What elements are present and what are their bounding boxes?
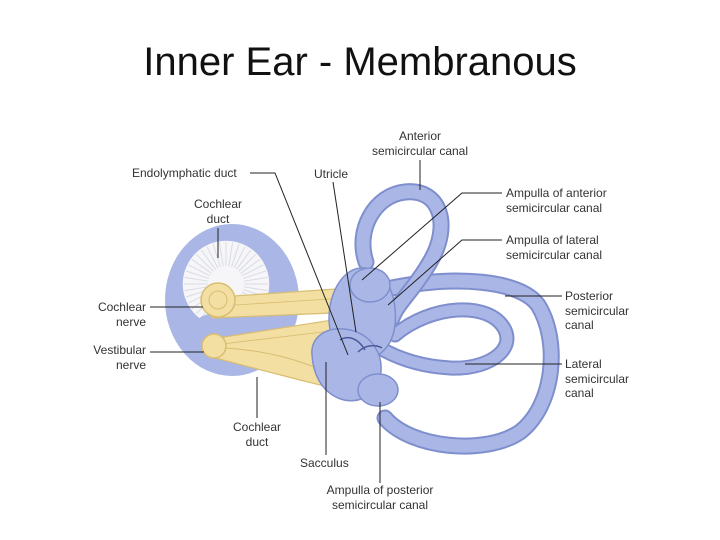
label-sacculus: Sacculus xyxy=(300,456,349,470)
cochlea-fiber xyxy=(195,253,214,272)
cochlea-fiber xyxy=(243,286,268,292)
label-cochlear-duct-bottom: Cochlear duct xyxy=(232,420,282,449)
leader-ampulla-lateral xyxy=(387,239,502,306)
cochlear-nerve-end-inner xyxy=(208,290,228,310)
cochlea-fiber xyxy=(212,243,221,268)
cochlea-fiber xyxy=(188,264,211,277)
vestibular-nerve-fiber xyxy=(221,329,341,345)
label-ampulla-lateral: Ampulla of lateral semicircular canal xyxy=(506,233,603,262)
label-lateral-semicircular-canal: Lateral semicircular canal xyxy=(565,357,630,400)
cochlea-fiber xyxy=(240,258,261,274)
ampulla-anterior xyxy=(349,267,391,303)
semicircular-canals xyxy=(354,183,560,455)
cochlea-fiber xyxy=(242,270,267,279)
label-vestibular-nerve: Vestibular nerve xyxy=(93,343,146,372)
cochlea-fiber xyxy=(184,286,209,292)
cochlea-fiber xyxy=(241,264,264,277)
cochlear-nerve-end xyxy=(200,282,236,318)
cochlea-fiber xyxy=(233,246,246,269)
label-posterior-semicircular-canal: Posterior semicircular canal xyxy=(565,289,630,332)
leader-lines xyxy=(150,160,562,483)
ampulla-posterior xyxy=(357,373,399,407)
posterior-semicircular-canal-lumen xyxy=(378,274,558,453)
cochlea-fiber xyxy=(206,246,219,269)
cochlea-fiber xyxy=(236,249,252,270)
leader-endolymphatic-duct xyxy=(250,172,349,356)
cochlear-nerve-fiber xyxy=(219,297,346,307)
cochlea-fiber xyxy=(184,276,209,282)
utriculosaccular-duct xyxy=(357,344,383,353)
cochlea-fiber xyxy=(218,242,224,267)
label-ampulla-posterior: Ampulla of posterior semicircular canal xyxy=(326,483,434,512)
cochlea-fiber xyxy=(243,276,268,282)
label-cochlear-nerve: Cochlear nerve xyxy=(97,300,146,329)
label-ampulla-anterior: Ampulla of anterior semicircular canal xyxy=(506,186,607,215)
anterior-semicircular-canal-lumen xyxy=(356,185,448,325)
cochlea-fiber xyxy=(191,258,212,274)
label-endolymphatic-duct: Endolymphatic duct xyxy=(132,166,237,180)
slide-title: Inner Ear - Membranous xyxy=(143,40,577,84)
vestibular-nerve-end xyxy=(201,333,227,359)
cochlea-fiber xyxy=(185,270,210,279)
cochlea-fiber xyxy=(228,242,234,267)
cochlea-fiber xyxy=(231,243,240,268)
leader-utricle xyxy=(332,181,357,333)
cochlea-fiber xyxy=(200,249,216,270)
label-cochlear-duct-top: Cochlear duct xyxy=(193,197,243,226)
lateral-semicircular-canal-lumen xyxy=(374,304,513,374)
vestibule xyxy=(311,267,399,407)
label-utricle: Utricle xyxy=(314,167,349,181)
label-anterior-semicircular-canal: Anterior semicircular canal xyxy=(371,129,469,158)
leader-ampulla-anterior xyxy=(361,192,502,281)
cochlea-fiber xyxy=(238,253,257,272)
